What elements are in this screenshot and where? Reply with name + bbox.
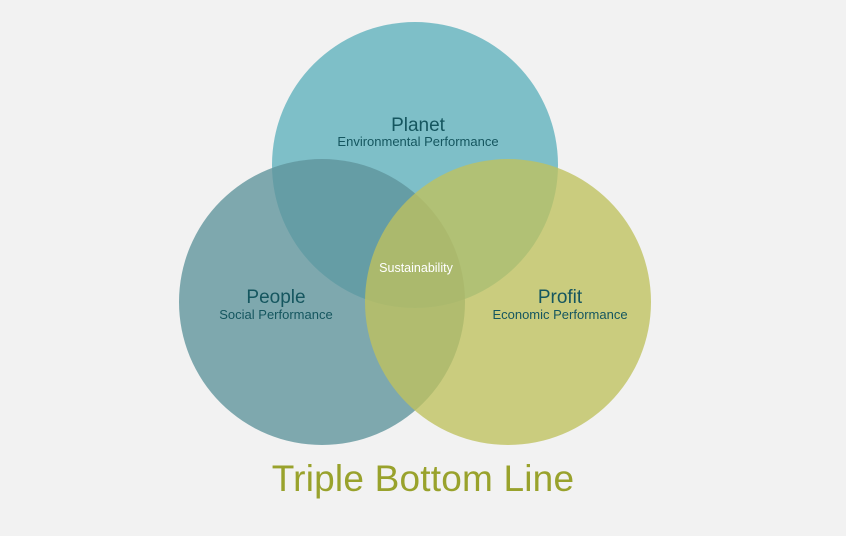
profit-subtitle: Economic Performance: [492, 307, 627, 322]
diagram-title: Triple Bottom Line: [271, 458, 575, 499]
planet-subtitle: Environmental Performance: [337, 134, 498, 149]
center-label: Sustainability: [379, 261, 453, 275]
people-subtitle: Social Performance: [219, 307, 332, 322]
planet-title: Planet: [391, 115, 446, 136]
people-title: People: [246, 287, 305, 308]
profit-title: Profit: [538, 287, 583, 308]
circle-profit: [365, 159, 651, 445]
